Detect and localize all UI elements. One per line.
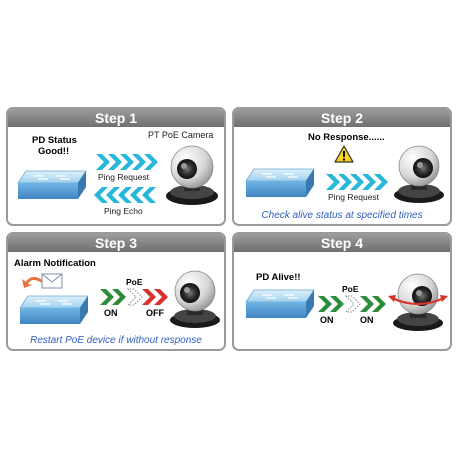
step-3-panel: Step 3 Alarm Notification PoE ON OFF Res…	[6, 232, 226, 351]
arrow-dotted-icon	[126, 288, 143, 306]
arrow-green-icon	[360, 296, 386, 312]
step-2-caption: Check alive status at specified times	[261, 210, 423, 221]
rotating-camera-icon	[388, 273, 448, 331]
arrow-green-icon	[318, 296, 344, 312]
camera-icon	[394, 145, 444, 203]
pd-status-label: PD Status	[32, 135, 77, 146]
poe-label: PoE	[342, 284, 359, 294]
step-3-caption: Restart PoE device if without response	[30, 335, 202, 346]
off-label: OFF	[146, 308, 164, 318]
camera-icon	[166, 145, 218, 205]
pd-status-good-label: Good!!	[38, 146, 70, 157]
switch-icon	[245, 289, 315, 318]
arrow-right-cyan-icon	[96, 154, 158, 170]
ping-request-label: Ping Request	[98, 172, 150, 182]
ping-echo-label: Ping Echo	[104, 206, 143, 216]
ping-request-label: Ping Request	[328, 192, 380, 202]
switch-icon	[245, 168, 315, 197]
step-1-title: Step 1	[8, 109, 224, 127]
camera-icon	[170, 270, 220, 328]
alarm-notification-label: Alarm Notification	[14, 258, 96, 269]
switch-icon	[19, 295, 89, 324]
step-1-panel: Step 1 PD Status Good!! PT PoE Camera Pi…	[6, 107, 226, 226]
step-2-panel: Step 2 No Response...... Ping Request Ch…	[232, 107, 452, 226]
email-icon	[22, 273, 63, 289]
arrow-left-cyan-icon	[94, 187, 156, 203]
arrow-right-cyan-icon	[326, 174, 388, 190]
switch-icon	[17, 170, 87, 199]
arrow-dotted-icon	[344, 295, 361, 313]
step-2-title: Step 2	[234, 109, 450, 127]
step-4-panel: Step 4 PD Alive!! PoE ON ON	[232, 232, 452, 351]
arrow-green-icon	[100, 289, 126, 305]
step-4-title: Step 4	[234, 234, 450, 252]
warning-icon	[334, 145, 354, 163]
step-3-title: Step 3	[8, 234, 224, 252]
arrow-red-icon	[142, 289, 168, 305]
pd-alive-label: PD Alive!!	[256, 272, 301, 283]
poe-label: PoE	[126, 277, 143, 287]
no-response-label: No Response......	[308, 132, 385, 143]
camera-label: PT PoE Camera	[148, 130, 214, 140]
on-label: ON	[320, 315, 334, 325]
on-label: ON	[104, 308, 118, 318]
on-label-2: ON	[360, 315, 374, 325]
